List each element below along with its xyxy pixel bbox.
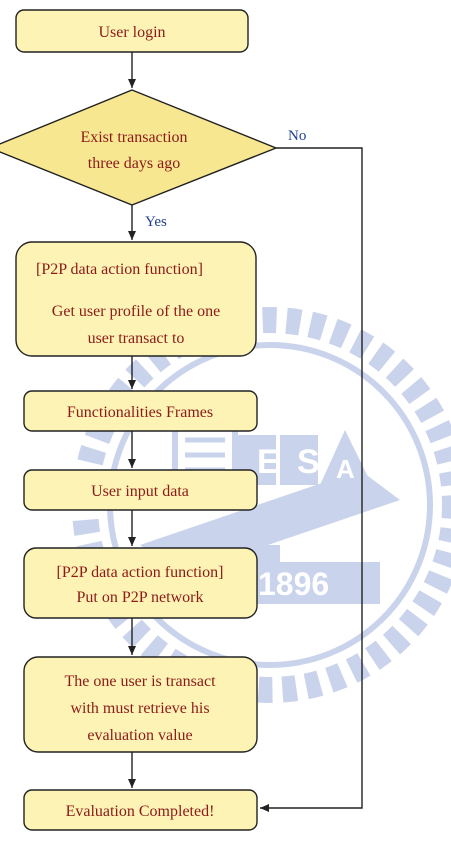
decision-line-1: Exist transaction	[80, 129, 187, 146]
p2p-put-line-2: Put on P2P network	[77, 589, 204, 606]
watermark-year: 1896	[258, 566, 329, 602]
watermark-letter-s: S	[297, 443, 320, 481]
retrieve-line-2: with must retrieve his	[70, 700, 209, 717]
node-user-input-data	[23, 469, 258, 511]
node-p2p-put	[23, 547, 258, 619]
node-evaluation-completed-label: Evaluation Completed!	[66, 803, 215, 820]
node-user-login	[15, 9, 249, 53]
node-evaluation-completed	[23, 789, 258, 831]
node-functionalities-frames	[23, 390, 258, 432]
edge-label-yes: Yes	[145, 214, 167, 230]
node-retrieve-evaluation	[23, 656, 258, 753]
p2p-put-line-1: [P2P data action function]	[57, 564, 224, 581]
node-functionalities-frames-label: Functionalities Frames	[67, 404, 213, 421]
p2p-profile-line-2: Get user profile of the one	[52, 303, 220, 320]
node-user-login-label: User login	[98, 24, 165, 41]
watermark-letter-a: A	[336, 454, 355, 484]
edge-label-no: No	[288, 128, 306, 144]
arrow-decision-no	[260, 147, 363, 812]
node-p2p-profile	[15, 241, 257, 357]
node-user-input-data-label: User input data	[91, 483, 189, 500]
node-decision-diamond	[0, 89, 278, 206]
retrieve-line-3: evaluation value	[87, 727, 192, 744]
retrieve-line-1: The one user is transact	[64, 673, 216, 690]
decision-line-2: three days ago	[88, 155, 180, 172]
p2p-profile-line-3: user transact to	[88, 330, 185, 347]
watermark-letter-e: E	[257, 443, 280, 481]
p2p-profile-line-1: [P2P data action function]	[36, 261, 203, 278]
